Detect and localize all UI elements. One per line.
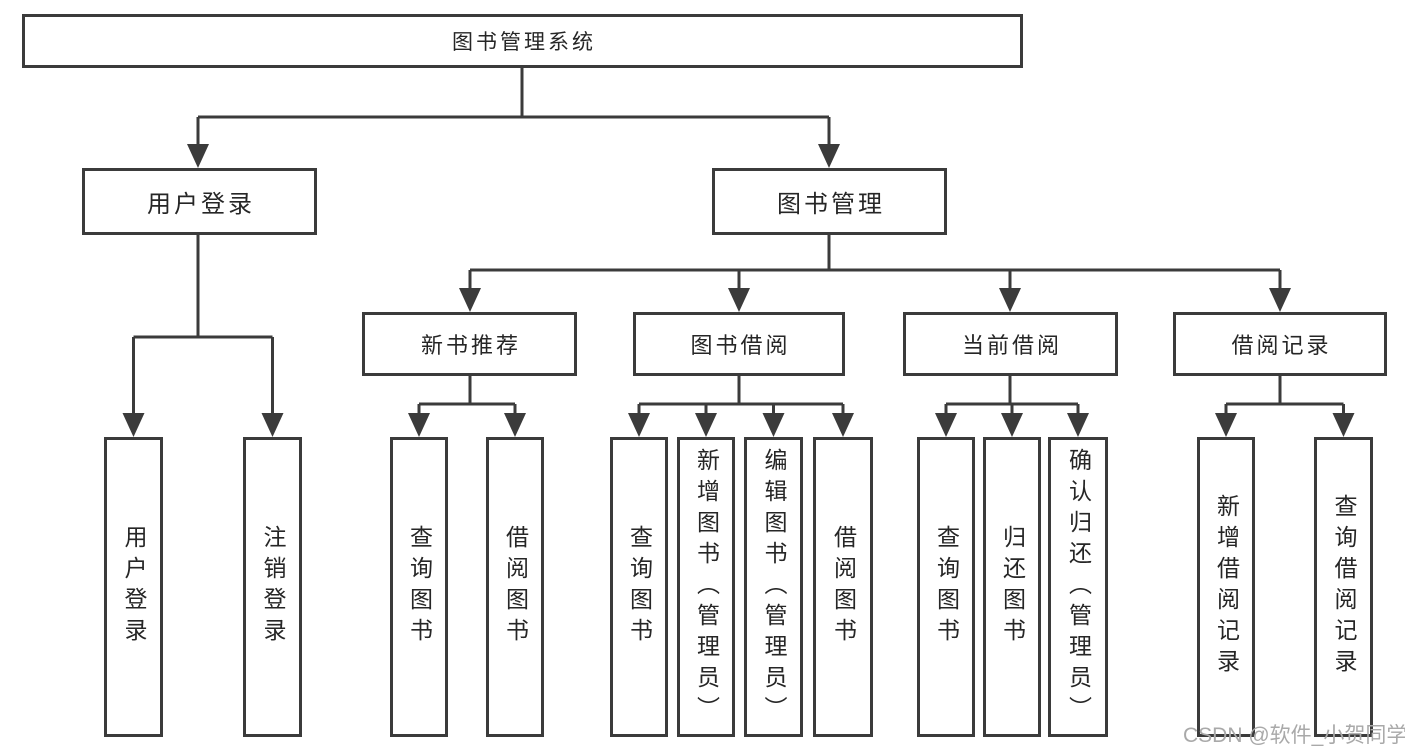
node-borrow-records: 借阅记录 [1173,312,1387,376]
leaf-label: 借阅图书 [830,525,857,649]
node-user-login: 用户登录 [82,168,317,235]
leaf-query-books-current: 查询图书 [917,437,975,737]
leaf-label: 借阅图书 [502,525,529,649]
leaf-label: 注销登录 [260,525,286,649]
leaf-logout: 注销登录 [243,437,302,737]
leaf-query-books-borrow: 查询图书 [610,437,668,737]
csdn-watermark: CSDN @软件_小贺同学 [1183,724,1405,747]
leaf-borrow-books-recommend: 借阅图书 [486,437,544,737]
leaf-query-books-recommend: 查询图书 [390,437,448,737]
leaf-query-borrow-record: 查询借阅记录 [1314,437,1373,737]
leaf-add-books-admin: 新增图书（管理员） [677,437,735,737]
node-book-borrow: 图书借阅 [633,312,845,376]
node-book-management: 图书管理 [712,168,947,235]
leaf-add-borrow-record: 新增借阅记录 [1197,437,1255,737]
node-new-book-recommend: 新书推荐 [362,312,577,376]
leaf-label: 查询借阅记录 [1331,494,1357,680]
leaf-label: 用户登录 [121,525,147,649]
leaf-label: 查询图书 [406,525,433,649]
leaf-label: 归还图书 [999,525,1026,649]
leaf-edit-books-admin: 编辑图书（管理员） [744,437,803,737]
leaf-borrow-books: 借阅图书 [813,437,873,737]
leaf-label: 查询图书 [626,525,653,649]
leaf-label: 新增借阅记录 [1213,494,1240,680]
leaf-label: 新增图书（管理员） [693,447,720,727]
node-current-borrow: 当前借阅 [903,312,1118,376]
leaf-label: 编辑图书（管理员） [761,447,787,727]
leaf-label: 查询图书 [933,525,960,649]
leaf-confirm-return-admin: 确认归还（管理员） [1048,437,1108,737]
leaf-label: 确认归还（管理员） [1065,447,1092,727]
leaf-user-login: 用户登录 [104,437,163,737]
node-root: 图书管理系统 [22,14,1023,68]
leaf-return-books: 归还图书 [983,437,1041,737]
